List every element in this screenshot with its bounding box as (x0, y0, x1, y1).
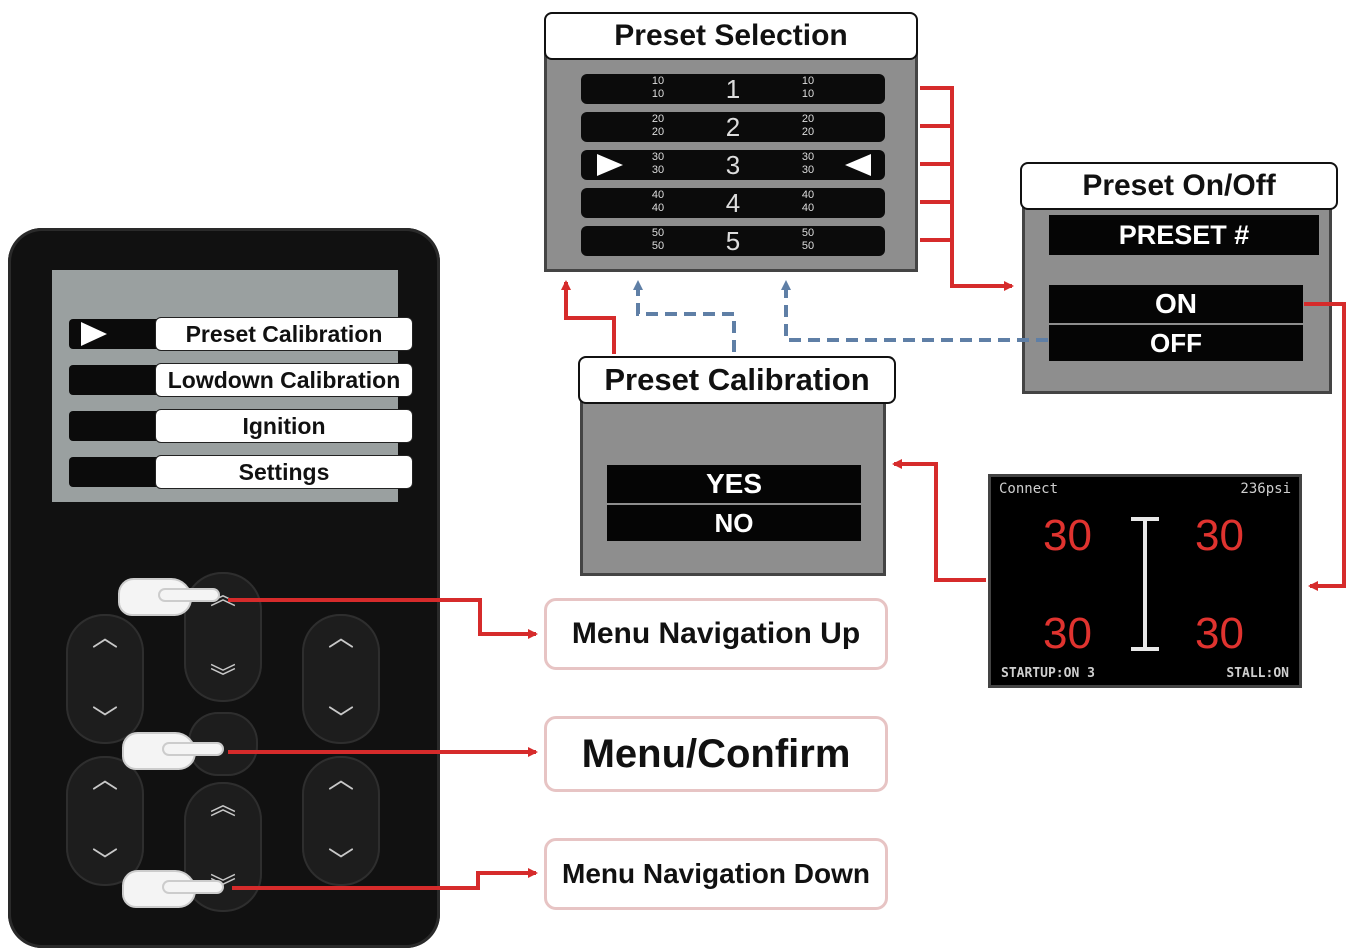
remote-screen: Preset Calibration Lowdown Calibration I… (52, 270, 413, 502)
preset-number: 1 (725, 74, 741, 104)
calibration-no-back-arrow (633, 280, 736, 352)
chevron-down-icon: ﹀ (327, 705, 354, 735)
calibration-to-preset-arrow (561, 280, 616, 354)
menu-item-preset-calibration[interactable]: Preset Calibration (69, 317, 413, 351)
chevron-up-icon: ︿ (91, 623, 118, 653)
menu-item-ignition[interactable]: Ignition (69, 409, 413, 443)
yes-option[interactable]: YES (607, 465, 861, 503)
preset-number-label: PRESET # (1049, 215, 1319, 255)
menu-navigation-up-callout: Menu Navigation Up (544, 598, 888, 670)
rear-right-pressure: 30 (1195, 609, 1244, 658)
selection-cursor-icon (81, 322, 107, 346)
menu-confirm-callout: Menu/Confirm (544, 716, 888, 792)
front-right-pressure: 30 (1195, 511, 1244, 560)
front-left-pressure: 30 (1043, 511, 1092, 560)
chevron-up-icon: ︿ (327, 765, 354, 795)
off-back-arrow (781, 280, 1048, 342)
right-front-button[interactable]: ︿ ﹀ (302, 614, 380, 744)
menu-down-button[interactable]: ︽ ︾ (184, 782, 262, 912)
connect-status: Connect (999, 481, 1059, 497)
tank-pressure: 236psi (1240, 481, 1291, 497)
preset-onoff-title: Preset On/Off (1020, 162, 1338, 210)
chevron-up-icon: ︿ (327, 623, 354, 653)
preset-rows-bracket (920, 86, 954, 242)
preset-number: 2 (725, 112, 741, 142)
rear-left-pressure: 30 (1043, 609, 1092, 658)
preset-selection-title: Preset Selection (544, 12, 918, 60)
left-front-button[interactable]: ︿ ﹀ (66, 614, 144, 744)
chevron-down-icon: ﹀ (91, 705, 118, 735)
menu-item-label: Lowdown Calibration (155, 363, 413, 397)
selection-cursor-left-icon (845, 154, 871, 176)
pointing-hand-icon (124, 734, 222, 768)
menu-item-label: Preset Calibration (155, 317, 413, 351)
chevron-down-icon: ﹀ (327, 847, 354, 877)
startup-status: STARTUP:ON 3 (1001, 666, 1095, 681)
menu-up-button[interactable]: ︽ ︾ (184, 572, 262, 702)
chevron-down-icon: ﹀ (91, 847, 118, 877)
menu-item-label: Settings (155, 455, 413, 489)
left-rear-button[interactable]: ︿ ﹀ (66, 756, 144, 886)
pointing-hand-icon (120, 580, 218, 614)
double-chevron-down-icon: ︾ (209, 663, 236, 693)
selection-cursor-right-icon (597, 154, 623, 176)
on-option[interactable]: ON (1049, 285, 1303, 323)
preset-number: 3 (725, 150, 741, 180)
vehicle-axle-icon (1131, 517, 1159, 651)
preset-onoff-panel: PRESET # ON OFF (1022, 190, 1332, 394)
menu-item-settings[interactable]: Settings (69, 455, 413, 489)
preset-calibration-title: Preset Calibration (578, 356, 896, 404)
double-chevron-up-icon: ︽ (209, 791, 236, 821)
stall-status: STALL:ON (1226, 666, 1289, 681)
off-option[interactable]: OFF (1049, 325, 1303, 361)
button-pad: ︿ ﹀ ︽ ︾ ︿ ﹀ ︿ ﹀ ︽ ︾ ︿ ﹀ (58, 572, 398, 912)
preset-to-onoff-arrow (950, 240, 1014, 291)
menu-item-label: Ignition (155, 409, 413, 443)
status-to-calibration-arrow (892, 459, 986, 582)
preset-calibration-panel: YES NO (580, 384, 886, 576)
preset-number: 4 (725, 188, 741, 218)
chevron-up-icon: ︿ (91, 765, 118, 795)
status-display: Connect 236psi 30 30 30 30 STARTUP:ON 3 … (988, 474, 1302, 688)
no-option[interactable]: NO (607, 505, 861, 541)
right-rear-button[interactable]: ︿ ﹀ (302, 756, 380, 886)
preset-number: 5 (725, 226, 741, 256)
menu-navigation-down-callout: Menu Navigation Down (544, 838, 888, 910)
pointing-hand-icon (124, 872, 222, 906)
menu-item-lowdown-calibration[interactable]: Lowdown Calibration (69, 363, 413, 397)
